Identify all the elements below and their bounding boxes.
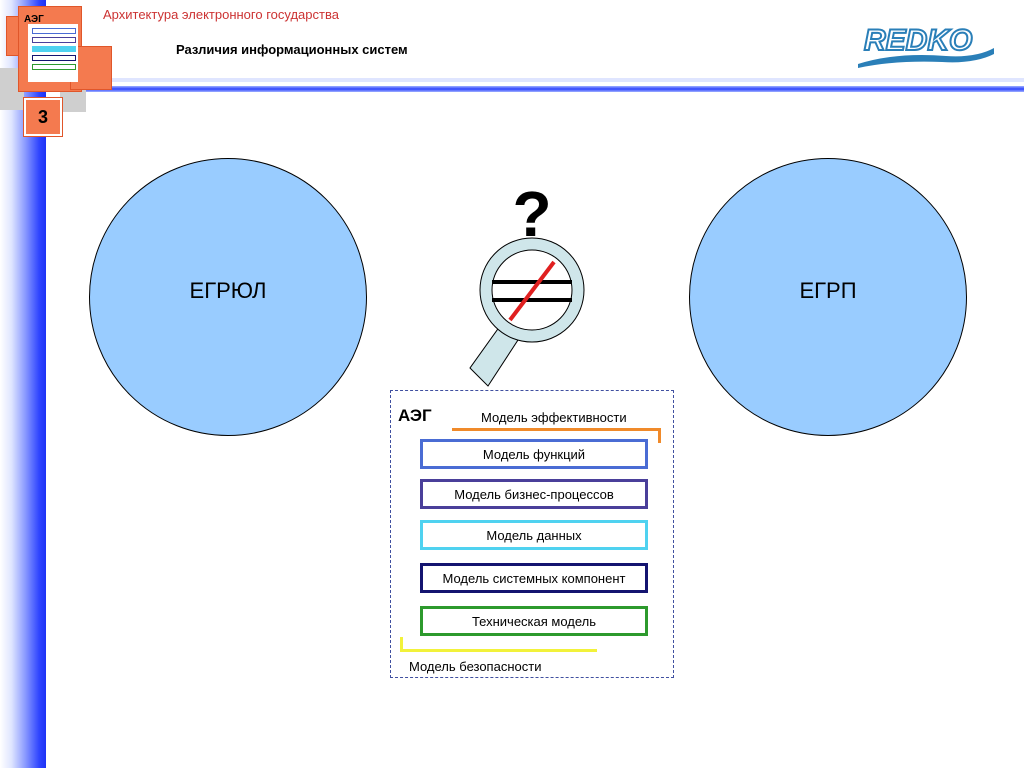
efficiency-bracket <box>452 428 661 443</box>
model-label: Модель системных компонент <box>442 570 626 586</box>
model-business-processes: Модель бизнес-процессов <box>420 479 648 509</box>
security-bracket <box>400 637 597 652</box>
egrp-label: ЕГРП <box>799 278 857 303</box>
slide-number: 3 <box>23 97 63 137</box>
logo-text: АЭГ <box>24 14 44 25</box>
egryul-label: ЕГРЮЛ <box>189 278 267 303</box>
egryul-circle: ЕГРЮЛ <box>89 158 367 436</box>
model-label: Техническая модель <box>471 613 597 629</box>
page-title: Различия информационных систем <box>176 42 408 57</box>
logo-lines-icon <box>32 28 76 73</box>
egrp-circle: ЕГРП <box>689 158 967 436</box>
aeg-models-panel <box>390 390 674 678</box>
header-subtitle: Архитектура электронного государства <box>103 7 339 22</box>
question-mark: ? <box>512 178 551 250</box>
panel-title: АЭГ <box>398 406 432 425</box>
model-system-components: Модель системных компонент <box>420 563 648 593</box>
model-label: Модель данных <box>486 527 582 543</box>
magnifier-icon: ? <box>469 178 585 387</box>
efficiency-model-label: Модель эффективности <box>481 410 627 425</box>
header-divider-blue <box>46 86 1024 92</box>
model-data: Модель данных <box>420 520 648 550</box>
header-divider-light <box>46 78 1024 82</box>
model-label: Модель бизнес-процессов <box>454 486 614 502</box>
model-technical: Техническая модель <box>420 606 648 636</box>
model-functions: Модель функций <box>420 439 648 469</box>
brand-text: REDKO <box>864 24 972 57</box>
security-model-label: Модель безопасности <box>409 659 542 674</box>
brand-logo-icon: REDKO <box>858 23 994 68</box>
model-label: Модель функций <box>482 446 586 462</box>
